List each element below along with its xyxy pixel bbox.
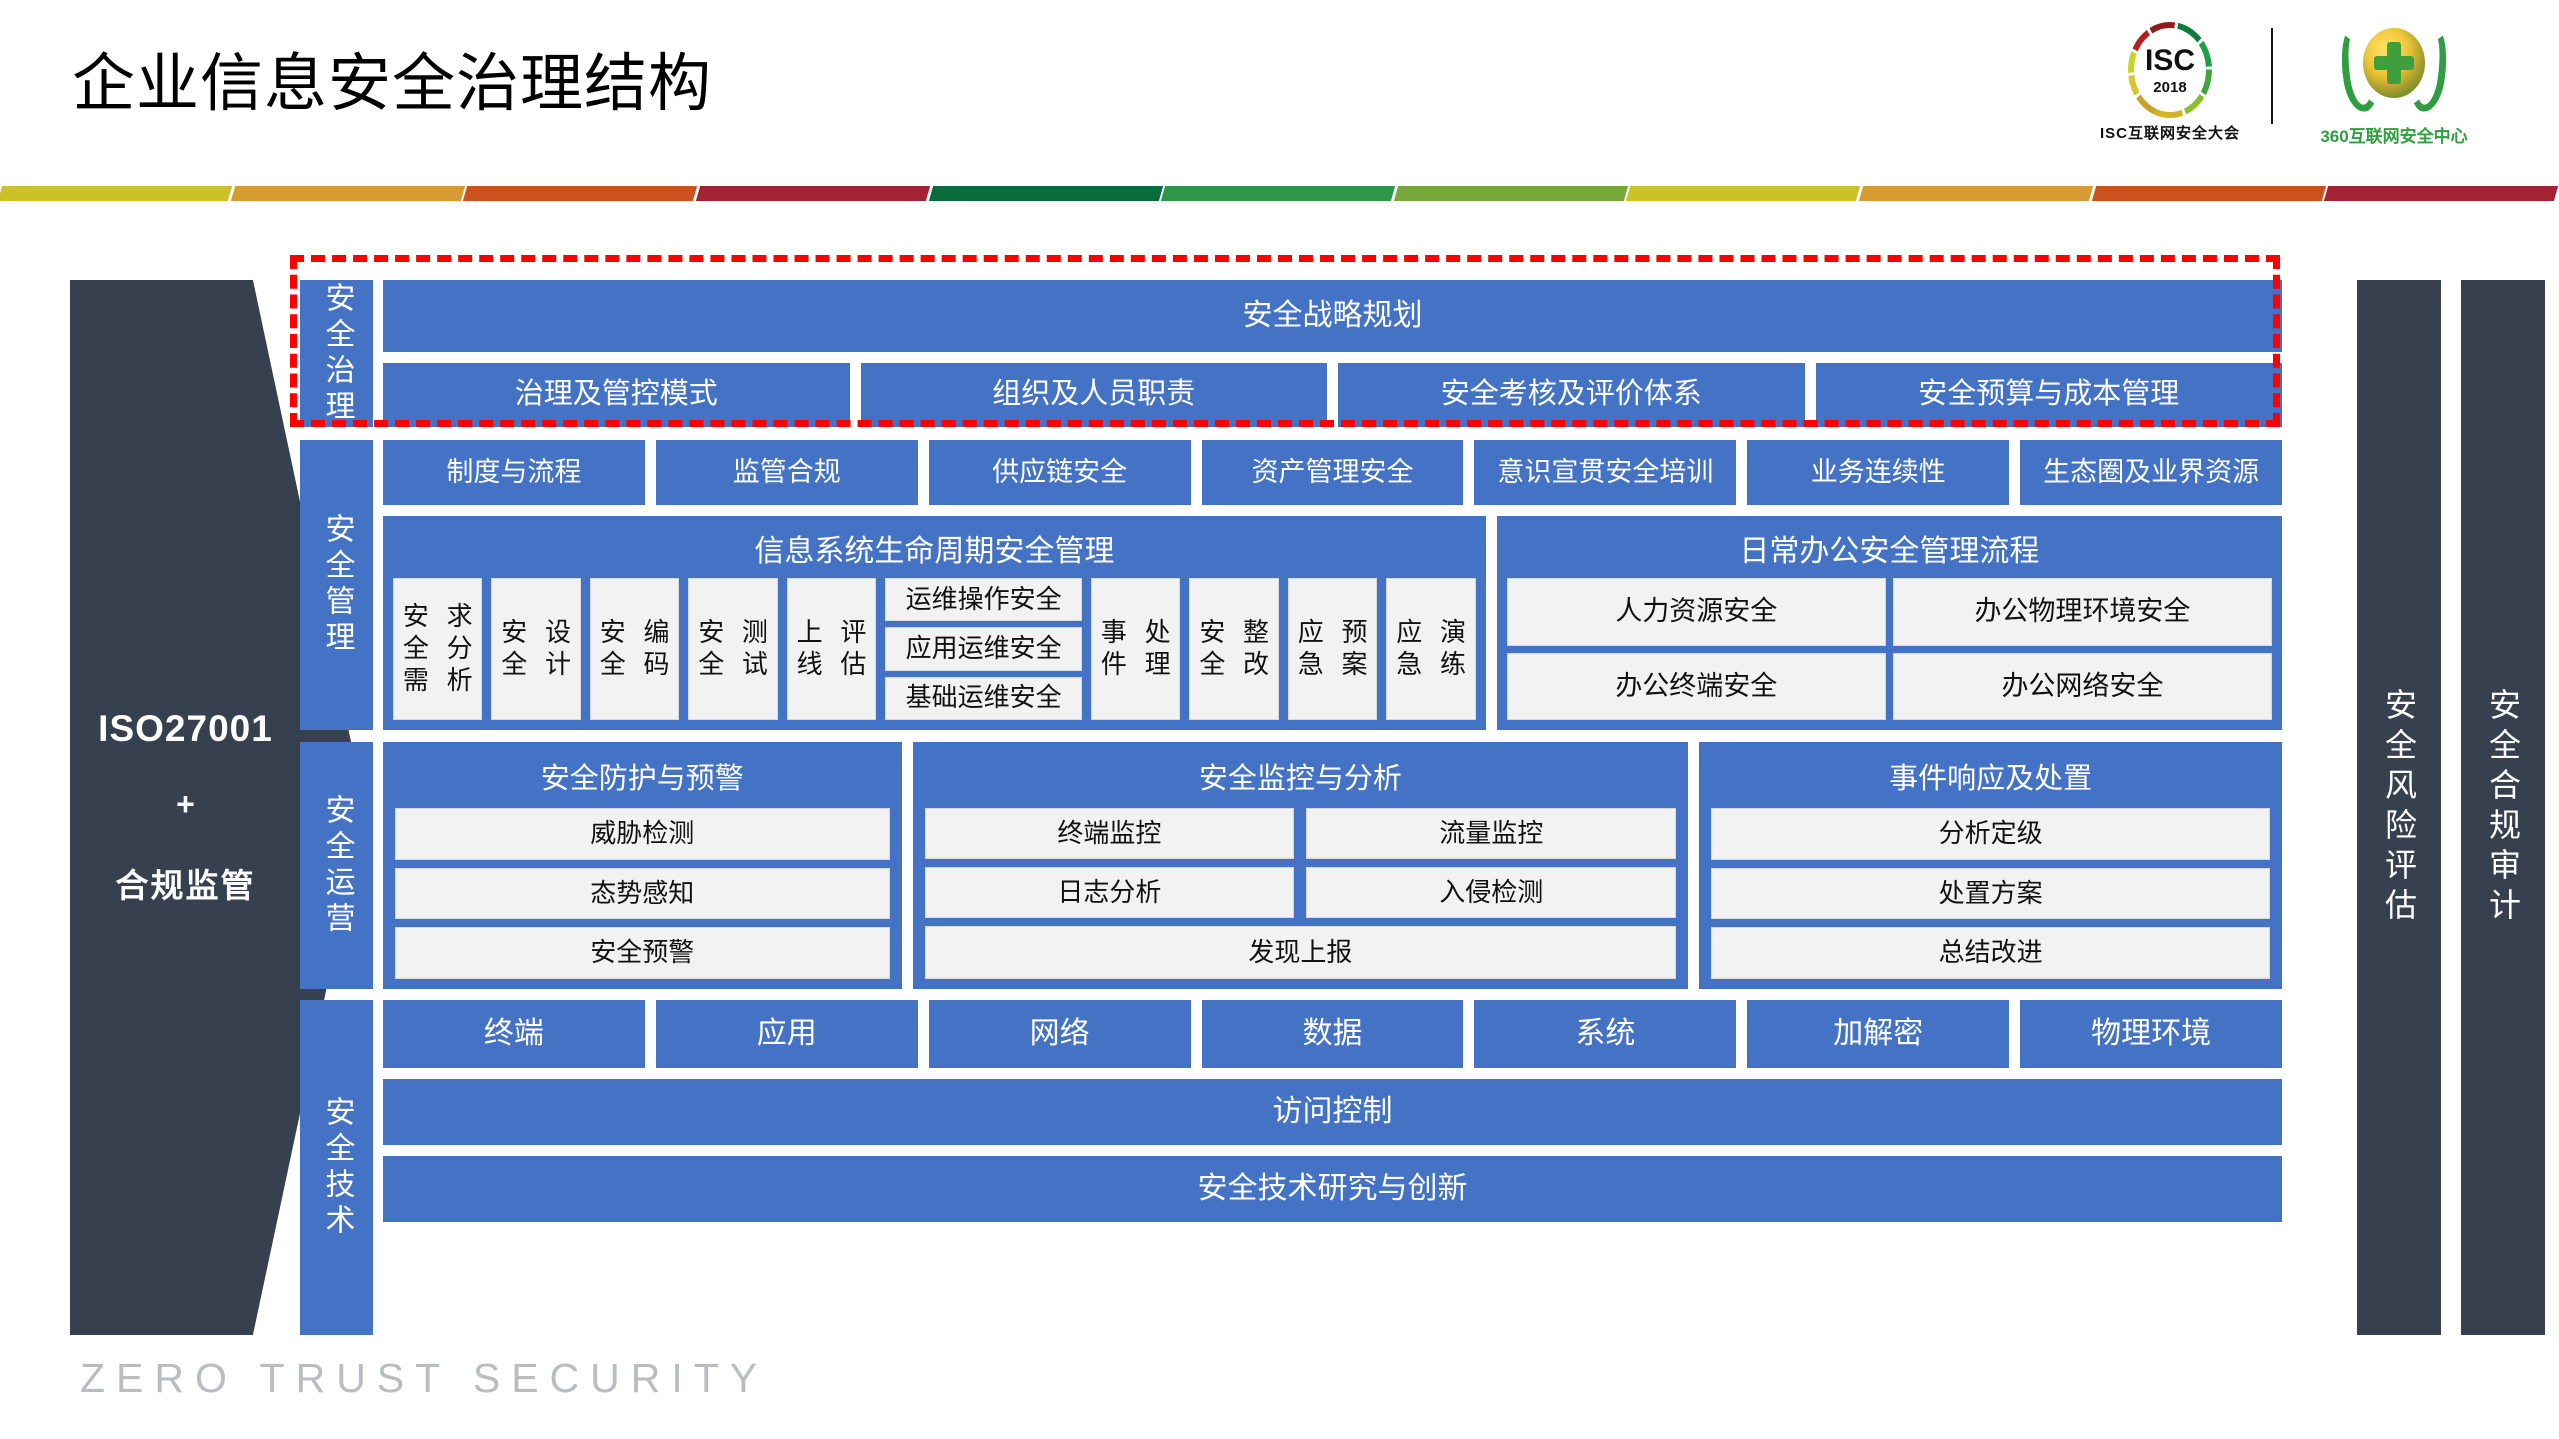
sidebar-risk-assessment: 安全风险评估 [2357, 280, 2441, 1335]
row-governance-body: 安全战略规划 治理及管控模式 组织及人员职责 安全考核及评价体系 安全预算与成本… [383, 280, 2282, 427]
access-control-band[interactable]: 访问控制 [383, 1079, 2282, 1145]
page-title: 企业信息安全治理结构 [72, 49, 712, 119]
ops-item[interactable]: 态势感知 [395, 867, 890, 920]
divider-segment [1393, 186, 1628, 201]
ops-item[interactable]: 发现上报 [924, 926, 1677, 979]
ops-panel-title: 安全防护与预警 [540, 763, 744, 796]
ops-panel-response: 事件响应及处置 分析定级 处置方案 总结改进 [1699, 742, 2282, 989]
lifecycle-step[interactable]: 应急预案 [1287, 578, 1378, 720]
ops-panel-title: 安全监控与分析 [1198, 763, 1402, 796]
row-label-operations: 安全运营 [300, 742, 373, 989]
governance-diagram: ISO27001 + 合规监管 安全治理 安全战略规划 治理及管控模式 组织及人… [0, 255, 2559, 1365]
ops-item[interactable]: 流量监控 [1306, 808, 1677, 859]
governance-item[interactable]: 安全预算与成本管理 [1815, 363, 2282, 427]
ops-panel-protection: 安全防护与预警 威胁检测 态势感知 安全预警 [383, 742, 902, 989]
row-label-management: 安全管理 [300, 440, 373, 730]
divider-segment [230, 186, 465, 201]
daily-office-grid: 人力资源安全 办公物理环境安全 办公终端安全 办公网络安全 [1506, 578, 2272, 720]
management-item[interactable]: 生态圈及业界资源 [2020, 440, 2283, 505]
strategy-banner[interactable]: 安全战略规划 [383, 280, 2282, 352]
divider-segment [695, 186, 930, 201]
lifecycle-step[interactable]: 安全测试 [688, 578, 778, 720]
daily-office-item[interactable]: 人力资源安全 [1506, 578, 1886, 646]
ops-security-item[interactable]: 运维操作安全 [885, 578, 1083, 622]
logo-divider [2271, 28, 2273, 124]
ops-security-stack: 运维操作安全 应用运维安全 基础运维安全 [885, 578, 1083, 720]
isc-logo-caption: ISC互联网安全大会 [2099, 125, 2240, 142]
technology-item[interactable]: 网络 [928, 1000, 1191, 1068]
ops-security-item[interactable]: 应用运维安全 [885, 627, 1083, 671]
divider-segment [2091, 186, 2326, 201]
technology-item[interactable]: 数据 [1201, 1000, 1464, 1068]
divider-segment [0, 186, 232, 201]
isc-logo-word: ISC [2144, 43, 2195, 77]
watermark-text: ZERO TRUST SECURITY [80, 1355, 769, 1401]
divider-segment [928, 186, 1163, 201]
technology-item[interactable]: 加解密 [1747, 1000, 2010, 1068]
daily-office-item[interactable]: 办公网络安全 [1892, 652, 2272, 720]
qihoo-logo: 360互联网安全中心 [2299, 22, 2489, 147]
divider-segment [2324, 186, 2559, 201]
row-label-technology: 安全技术 [300, 1000, 373, 1335]
ops-item[interactable]: 入侵检测 [1306, 867, 1677, 918]
daily-office-item[interactable]: 办公物理环境安全 [1892, 578, 2272, 646]
color-divider [0, 186, 2559, 201]
lifecycle-step[interactable]: 安全编码 [589, 578, 680, 720]
lifecycle-step[interactable]: 上线评估 [786, 578, 877, 720]
management-item[interactable]: 监管合规 [655, 440, 918, 505]
ops-item[interactable]: 日志分析 [924, 867, 1295, 918]
technology-item[interactable]: 系统 [1474, 1000, 1737, 1068]
lifecycle-step[interactable]: 事件处理 [1091, 578, 1181, 720]
isc-logo-year: 2018 [2153, 78, 2187, 96]
management-item[interactable]: 业务连续性 [1747, 440, 2010, 505]
management-item[interactable]: 意识宣贯安全培训 [1474, 440, 1737, 505]
technology-item[interactable]: 物理环境 [2020, 1000, 2283, 1068]
isc-ring-icon: ISC 2018 [2128, 22, 2212, 118]
research-innovation-band[interactable]: 安全技术研究与创新 [383, 1156, 2282, 1222]
divider-segment [1161, 186, 1395, 201]
wreath-globe-icon [2336, 22, 2452, 118]
ops-panel-title: 事件响应及处置 [1889, 763, 2093, 796]
logo-block: ISC 2018 ISC互联网安全大会 360互联网安全中心 [2095, 22, 2489, 147]
management-item[interactable]: 供应链安全 [928, 440, 1191, 505]
divider-segment [1858, 186, 2093, 201]
ops-item[interactable]: 威胁检测 [395, 808, 890, 860]
lifecycle-step[interactable]: 安全整改 [1189, 578, 1279, 720]
divider-segment [1626, 186, 1861, 201]
ops-item[interactable]: 总结改进 [1711, 927, 2270, 980]
row-operations-body: 安全防护与预警 威胁检测 态势感知 安全预警 安全监控与分析 终端监控 流量监控 [383, 742, 2282, 989]
plus-symbol: + [176, 786, 195, 822]
daily-office-panel: 日常办公安全管理流程 人力资源安全 办公物理环境安全 办公终端安全 办公网络安全 [1496, 516, 2282, 730]
qihoo-logo-caption: 360互联网安全中心 [2320, 127, 2468, 146]
lifecycle-panel-title: 信息系统生命周期安全管理 [754, 534, 1115, 568]
row-label-governance: 安全治理 [300, 280, 373, 427]
ops-item[interactable]: 分析定级 [1711, 808, 2270, 860]
ops-security-item[interactable]: 基础运维安全 [885, 676, 1083, 720]
divider-segment [463, 186, 698, 201]
iso-standard-label: ISO27001 [98, 708, 273, 749]
technology-item[interactable]: 应用 [655, 1000, 918, 1068]
compliance-label: 合规监管 [115, 867, 256, 904]
governance-item[interactable]: 组织及人员职责 [860, 363, 1327, 427]
row-technology-body: 终端 应用 网络 数据 系统 加解密 物理环境 访问控制 安全技术研究与创新 [383, 1000, 2283, 1335]
daily-office-item[interactable]: 办公终端安全 [1506, 652, 1886, 720]
ops-item[interactable]: 处置方案 [1711, 867, 2270, 920]
lifecycle-step[interactable]: 安全需求分析 [393, 578, 483, 720]
daily-office-panel-title: 日常办公安全管理流程 [1739, 534, 2040, 568]
governance-item[interactable]: 安全考核及评价体系 [1338, 363, 1805, 427]
row-management-body: 制度与流程 监管合规 供应链安全 资产管理安全 意识宣贯安全培训 业务连续性 生… [383, 440, 2283, 730]
lifecycle-step[interactable]: 应急演练 [1386, 578, 1476, 720]
lifecycle-step[interactable]: 安全设计 [491, 578, 581, 720]
technology-item[interactable]: 终端 [383, 1000, 645, 1068]
management-item[interactable]: 资产管理安全 [1201, 440, 1464, 505]
ops-item[interactable]: 安全预警 [395, 927, 890, 980]
management-item[interactable]: 制度与流程 [383, 440, 645, 505]
governance-item[interactable]: 治理及管控模式 [383, 363, 850, 427]
lifecycle-panel: 信息系统生命周期安全管理 安全需求分析 安全设计 安全编码 安全测试 上线评估 … [383, 516, 1486, 730]
ops-item[interactable]: 终端监控 [924, 808, 1295, 859]
isc-logo: ISC 2018 ISC互联网安全大会 [2095, 22, 2245, 143]
sidebar-compliance-audit: 安全合规审计 [2461, 280, 2545, 1335]
ops-panel-monitoring: 安全监控与分析 终端监控 流量监控 日志分析 入侵检测 发现上报 [912, 742, 1689, 989]
